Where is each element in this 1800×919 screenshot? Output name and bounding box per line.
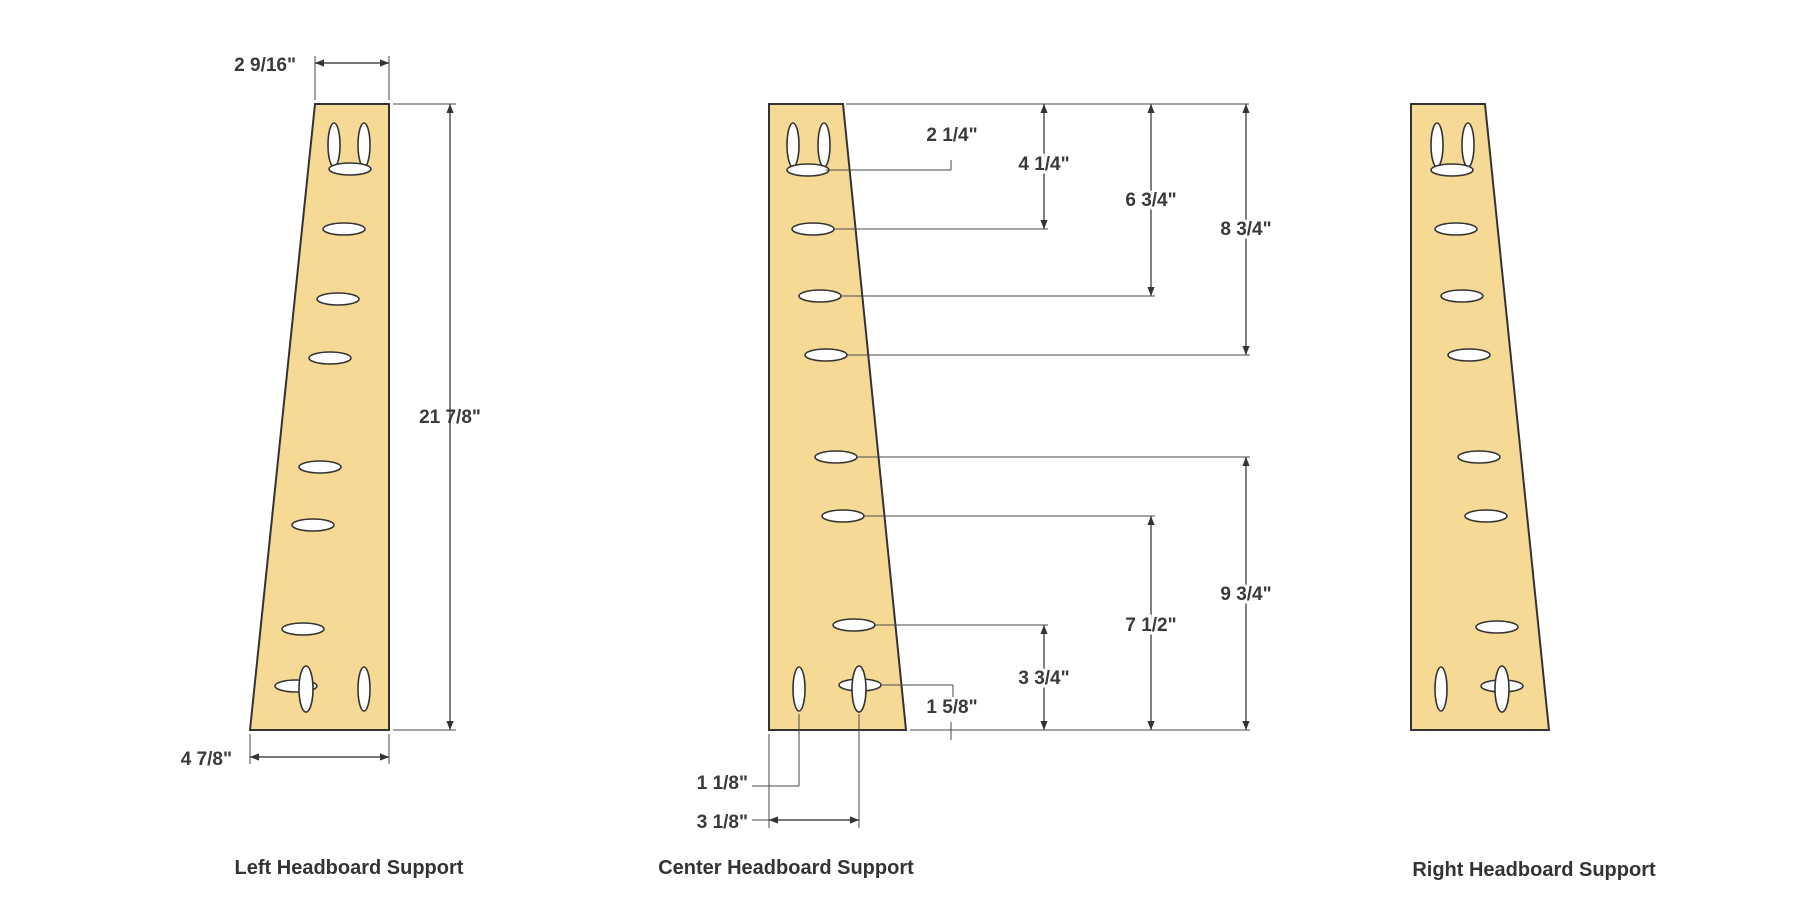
pocket-hole	[1464, 509, 1508, 523]
left-board	[248, 103, 390, 731]
pocket-hole	[832, 618, 876, 632]
pocket-hole	[1430, 163, 1474, 177]
center-d6-label: 7 1/2"	[1125, 615, 1176, 636]
pocket-hole	[804, 348, 848, 362]
center-d7-label: 3 3/4"	[1018, 668, 1069, 689]
right-board	[1410, 103, 1551, 731]
pocket-hole	[1494, 665, 1510, 713]
pocket-hole	[786, 163, 830, 177]
pocket-hole	[281, 622, 325, 636]
pocket-hole	[1461, 122, 1475, 168]
center-d9-label: 1 1/8"	[697, 773, 748, 794]
pocket-hole	[851, 665, 867, 713]
pocket-hole	[308, 351, 352, 365]
right-headboard-support: Right Headboard Support	[1410, 103, 1656, 881]
center-caption: Center Headboard Support	[658, 857, 914, 879]
pocket-hole	[1430, 122, 1444, 168]
pocket-hole	[298, 665, 314, 713]
center-d5-label: 9 3/4"	[1220, 584, 1271, 605]
pocket-hole	[322, 222, 366, 236]
pocket-hole	[786, 122, 800, 168]
left-caption: Left Headboard Support	[235, 857, 464, 879]
pocket-hole	[327, 122, 341, 168]
pocket-hole	[291, 518, 335, 532]
pocket-hole	[316, 292, 360, 306]
center-headboard-support: 2 1/4" 4 1/4" 6 3/4" 8 3/4" 9 3/4" 7 1/2…	[658, 103, 1275, 879]
pocket-hole	[817, 122, 831, 168]
pocket-hole	[328, 162, 372, 176]
center-d2-label: 4 1/4"	[1018, 154, 1069, 175]
pocket-hole	[357, 122, 371, 168]
left-headboard-support: 2 9/16" 21 7/8" 4 7/8" Left Headboard Su…	[181, 55, 481, 879]
center-board	[768, 103, 908, 731]
center-d1-label: 2 1/4"	[926, 125, 977, 146]
pocket-hole	[814, 450, 858, 464]
center-d4-label: 8 3/4"	[1220, 219, 1271, 240]
pocket-hole	[798, 289, 842, 303]
left-top-width-label: 2 9/16"	[234, 55, 296, 76]
pocket-hole	[1434, 222, 1478, 236]
center-d10-label: 3 1/8"	[697, 812, 748, 833]
pocket-hole	[1440, 289, 1484, 303]
pocket-hole	[357, 666, 371, 712]
pocket-hole	[791, 222, 835, 236]
pocket-hole	[1457, 450, 1501, 464]
center-d8-label: 1 5/8"	[926, 697, 977, 718]
pocket-hole	[1434, 666, 1448, 712]
pocket-hole	[1447, 348, 1491, 362]
left-bottom-width-label: 4 7/8"	[181, 749, 232, 770]
pocket-hole	[792, 666, 806, 712]
pocket-hole	[298, 460, 342, 474]
left-height-label: 21 7/8"	[419, 407, 481, 428]
center-d3-label: 6 3/4"	[1125, 190, 1176, 211]
pocket-hole	[1475, 620, 1519, 634]
right-caption: Right Headboard Support	[1412, 859, 1656, 881]
pocket-hole	[821, 509, 865, 523]
